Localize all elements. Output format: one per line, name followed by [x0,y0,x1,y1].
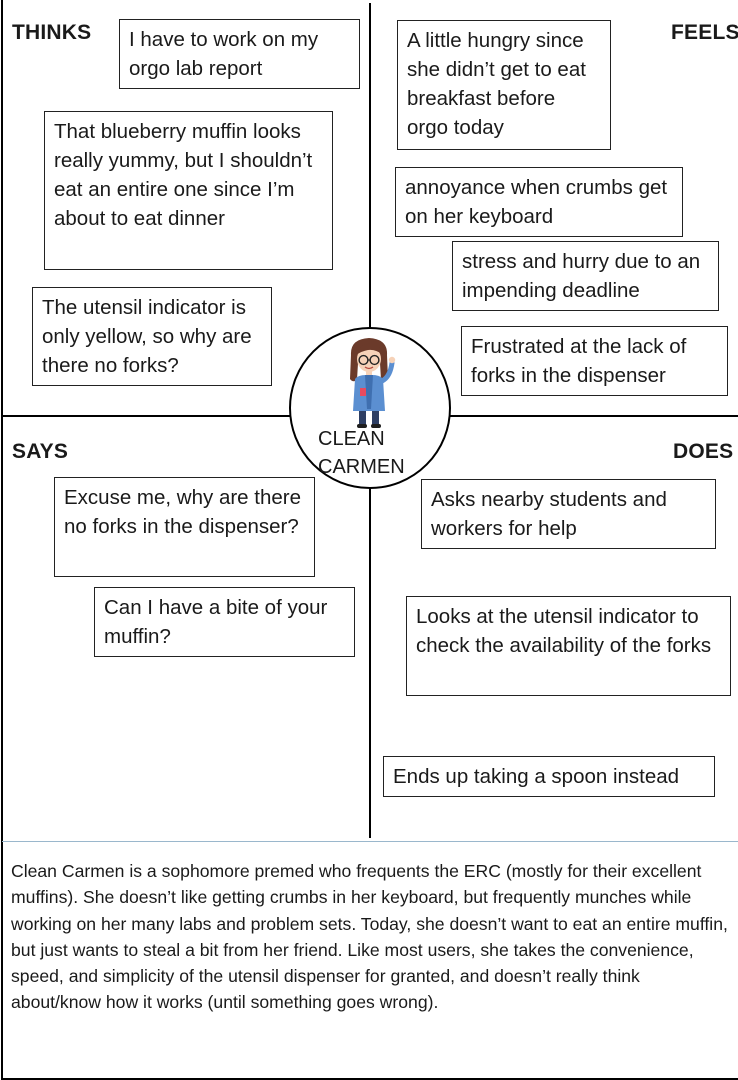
feels-note: stress and hurry due to an impending dea… [452,241,719,311]
does-label: DOES [673,440,734,463]
does-note: Ends up taking a spoon instead [383,756,715,797]
does-note: Looks at the utensil indicator to check … [406,596,731,696]
feels-label: FEELS [671,21,738,44]
thinks-label: THINKS [12,21,92,44]
left-border-line [1,0,3,1080]
feels-note: Frustrated at the lack of forks in the d… [461,326,728,396]
feels-note: annoyance when crumbs get on her keyboar… [395,167,683,237]
cartoon-woman-icon [350,338,396,428]
thinks-note: That blueberry muffin looks really yummy… [44,111,333,270]
description-separator-line [2,841,738,842]
persona-description: Clean Carmen is a sophomore premed who f… [11,861,728,1013]
says-note: Excuse me, why are there no forks in the… [54,477,315,577]
says-note: Can I have a bite of your muffin? [94,587,355,657]
thinks-note: I have to work on my orgo lab report [119,19,360,89]
persona-name: CLEAN CARMEN [318,428,405,478]
thinks-note: The utensil indicator is only yellow, so… [32,287,272,386]
feels-note: A little hungry since she didn’t get to … [397,20,611,150]
does-note: Asks nearby students and workers for hel… [421,479,716,549]
bottom-border-line [2,1078,738,1080]
says-label: SAYS [12,440,69,463]
